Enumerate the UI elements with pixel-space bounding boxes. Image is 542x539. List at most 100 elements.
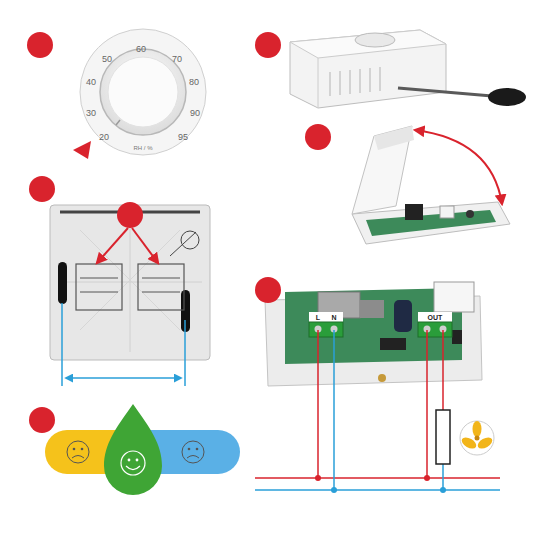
comfort-scale bbox=[73, 448, 76, 451]
screwdriver bbox=[398, 88, 492, 96]
opened-housing bbox=[352, 126, 510, 244]
device-housing bbox=[290, 30, 446, 108]
wiring bbox=[440, 487, 446, 493]
back-plate bbox=[50, 205, 210, 360]
comfort-scale bbox=[104, 404, 162, 495]
fan-icon bbox=[473, 421, 482, 437]
terminal-label: N bbox=[331, 314, 336, 321]
humidity-dial bbox=[100, 49, 186, 135]
device-housing bbox=[290, 30, 446, 108]
back-plate bbox=[181, 231, 199, 249]
circuit-board bbox=[309, 312, 343, 322]
wiring bbox=[255, 330, 500, 493]
back-plate bbox=[76, 264, 122, 310]
dial-scale-number: 95 bbox=[178, 133, 188, 142]
comfort-scale bbox=[67, 441, 89, 463]
dial-scale-number: 60 bbox=[136, 45, 146, 54]
step-marker bbox=[29, 176, 55, 202]
back-plate bbox=[142, 292, 180, 293]
opened-housing bbox=[466, 210, 474, 218]
back-plate bbox=[80, 292, 118, 293]
comfort-scale bbox=[126, 466, 140, 470]
dial-scale-number: 20 bbox=[99, 133, 109, 142]
back-plate bbox=[80, 230, 180, 330]
back-plate bbox=[132, 228, 158, 263]
back-plate bbox=[142, 278, 180, 279]
comfort-scale bbox=[188, 448, 191, 451]
wiring bbox=[315, 475, 321, 481]
comfort-scale bbox=[136, 459, 139, 462]
circuit-board bbox=[360, 300, 384, 318]
comfort-scale bbox=[121, 451, 145, 475]
humidity-dial bbox=[73, 29, 206, 159]
back-plate bbox=[50, 205, 210, 386]
step-marker bbox=[29, 407, 55, 433]
device-housing bbox=[359, 69, 361, 93]
dial-scale-number: 80 bbox=[189, 78, 199, 87]
wiring bbox=[317, 330, 319, 478]
step-marker bbox=[27, 32, 53, 58]
fan-icon bbox=[475, 436, 480, 441]
humidity-dial bbox=[116, 120, 120, 125]
device-housing bbox=[339, 71, 341, 95]
load-resistor-symbol bbox=[436, 410, 450, 464]
wiring bbox=[255, 489, 500, 491]
wiring bbox=[442, 330, 444, 410]
step-marker bbox=[305, 124, 331, 150]
screwdriver bbox=[488, 88, 526, 106]
screwdriver bbox=[398, 88, 526, 106]
dial-scale-number: 50 bbox=[102, 55, 112, 64]
device-housing bbox=[355, 33, 395, 47]
circuit-board bbox=[378, 374, 386, 382]
circuit-board bbox=[394, 300, 412, 332]
comfort-scale bbox=[128, 459, 131, 462]
back-plate bbox=[138, 264, 184, 310]
device-housing bbox=[330, 67, 380, 96]
comfort-scale bbox=[72, 456, 84, 459]
humidity-dial bbox=[80, 29, 206, 155]
back-plate bbox=[184, 320, 186, 386]
comfort-scale bbox=[121, 451, 145, 475]
circuit-board bbox=[452, 330, 462, 344]
dial-scale-number: 40 bbox=[86, 78, 96, 87]
opened-housing bbox=[405, 204, 423, 220]
device-housing bbox=[379, 67, 381, 91]
comfort-scale bbox=[182, 441, 204, 463]
step-marker bbox=[117, 202, 143, 228]
device-housing bbox=[290, 30, 446, 58]
comfort-scale bbox=[196, 448, 199, 451]
wiring bbox=[426, 330, 428, 478]
step-marker bbox=[255, 277, 281, 303]
device-housing bbox=[318, 58, 319, 108]
wiring bbox=[424, 475, 430, 481]
fan-icon bbox=[460, 421, 494, 455]
dial-unit: RH / % bbox=[133, 145, 152, 151]
step-marker bbox=[27, 32, 331, 433]
opened-housing bbox=[440, 206, 454, 218]
load-resistor-symbol bbox=[436, 410, 450, 464]
comfort-scale bbox=[128, 459, 139, 462]
opened-housing bbox=[415, 130, 502, 204]
comfort-scale bbox=[67, 441, 204, 463]
wiring bbox=[333, 330, 335, 490]
back-plate bbox=[80, 230, 180, 330]
back-plate bbox=[66, 377, 181, 379]
wiring bbox=[255, 477, 500, 479]
circuit-board bbox=[380, 338, 406, 350]
back-plate bbox=[58, 262, 67, 304]
back-plate bbox=[97, 228, 128, 263]
opened-housing bbox=[366, 210, 496, 236]
dial-scale-number: 30 bbox=[86, 109, 96, 118]
device-housing bbox=[369, 68, 371, 92]
dial-scale-number: 90 bbox=[190, 109, 200, 118]
device-housing bbox=[349, 70, 351, 94]
back-plate bbox=[80, 278, 118, 279]
circuit-board bbox=[418, 322, 452, 337]
terminal-label: L bbox=[316, 314, 320, 321]
fan-icon bbox=[460, 421, 494, 455]
circuit-board bbox=[418, 312, 452, 322]
circuit-board bbox=[309, 322, 343, 337]
back-plate bbox=[170, 232, 196, 256]
